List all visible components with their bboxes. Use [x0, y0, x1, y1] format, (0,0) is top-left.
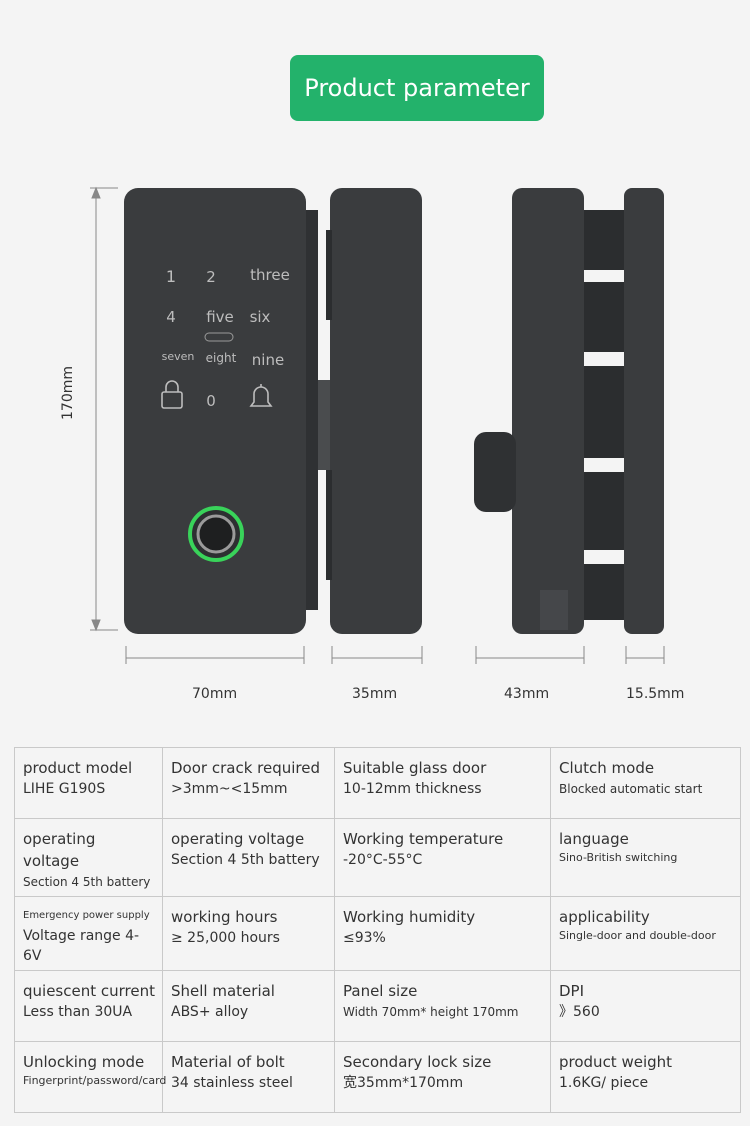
- card-reader-icon: [204, 332, 234, 342]
- key-2: 2: [206, 268, 216, 286]
- spec-cell: DPI》560: [550, 970, 741, 1042]
- height-dimension-label: 170mm: [60, 366, 76, 420]
- spec-cell: working hours≥ 25,000 hours: [162, 896, 335, 971]
- key-1: 1: [166, 267, 176, 286]
- key-3: three: [250, 266, 290, 284]
- keypad: 1 2 three 4 five six seven eight nine 0: [162, 266, 290, 410]
- key-9: nine: [252, 351, 284, 369]
- bell-icon: [249, 384, 273, 407]
- fingerprint-sensor-icon: [188, 506, 244, 562]
- side-thickness-label: 15.5mm: [626, 686, 685, 702]
- spec-cell: Working humidity≤93%: [334, 896, 551, 971]
- front-panel: [124, 188, 330, 634]
- side-view: [474, 188, 664, 634]
- page-title: Product parameter: [290, 55, 544, 121]
- key-4: 4: [166, 308, 176, 326]
- spec-cell: Door crack required>3mm~<15mm: [162, 747, 335, 819]
- front-width-label: 70mm: [192, 686, 238, 702]
- secondary-width-label: 35mm: [352, 686, 398, 702]
- key-6: six: [250, 308, 271, 326]
- side-knob: [474, 432, 516, 512]
- height-dimension-line: [90, 186, 118, 632]
- key-7: seven: [162, 350, 195, 363]
- key-0: 0: [206, 392, 216, 410]
- product-drawing: 1 2 three 4 five six seven eight nine 0: [90, 186, 665, 664]
- key-5: five: [206, 308, 234, 326]
- lock-icon: [161, 380, 183, 409]
- spec-cell: Working temperature-20°C-55°C: [334, 818, 551, 897]
- key-8: eight: [206, 351, 237, 365]
- secondary-lock: [326, 188, 422, 634]
- width-dimension-lines: [125, 646, 665, 664]
- side-depth-label: 43mm: [504, 686, 550, 702]
